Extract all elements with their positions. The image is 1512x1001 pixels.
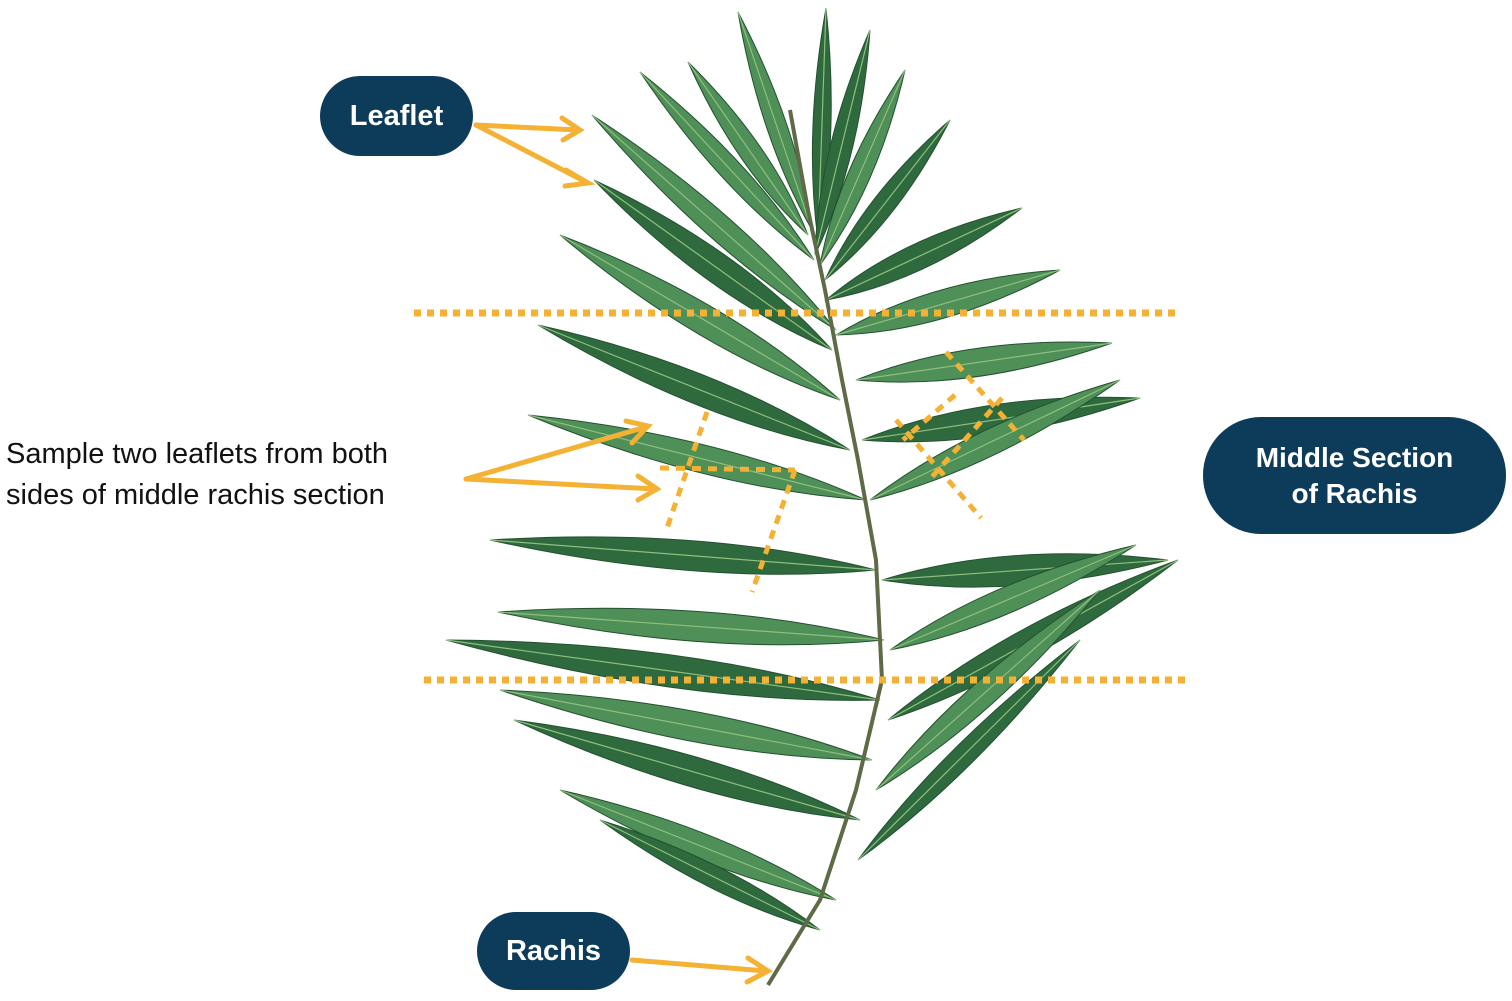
middle-section-label: Middle Section of Rachis <box>1203 417 1506 534</box>
sample-instruction-text: Sample two leaflets from both sides of m… <box>6 434 446 516</box>
sample-arrow-upper <box>466 427 646 479</box>
rachis-arrow <box>632 960 766 971</box>
palm-frond-illustration <box>446 8 1178 985</box>
leaflet-label: Leaflet <box>320 76 473 156</box>
leaflet-arrow-lower-head <box>565 170 588 186</box>
leaflet-midrib <box>500 690 872 760</box>
sample-arrow-lower <box>466 479 656 489</box>
rachis-label: Rachis <box>477 912 630 990</box>
leaflet-arrow-upper <box>476 125 578 130</box>
